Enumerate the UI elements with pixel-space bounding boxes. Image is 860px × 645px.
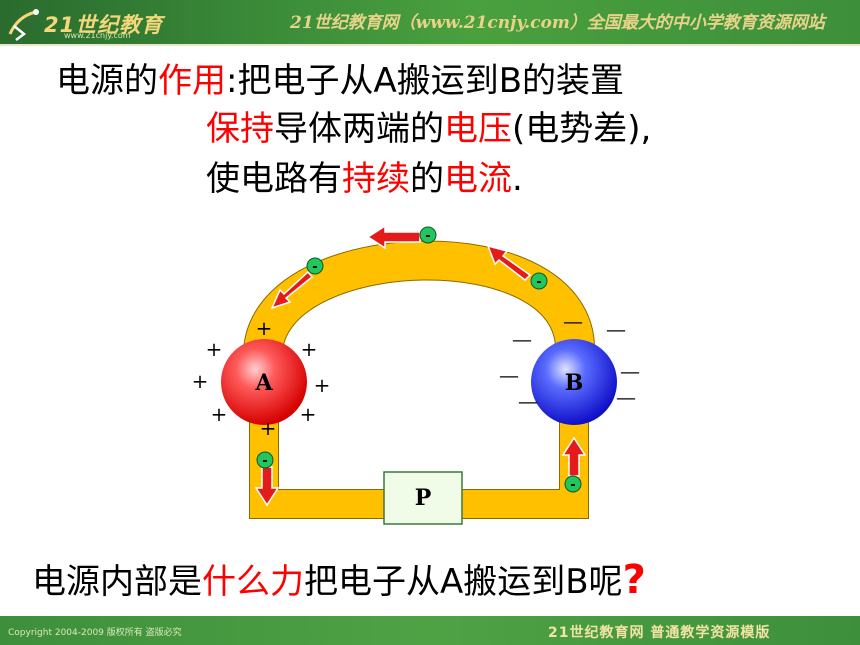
question-line: 电源内部是什么力把电子从A搬运到B呢?	[32, 560, 646, 600]
line3-highlight-2: 电流	[444, 159, 512, 199]
line1-rest: :把电子从A搬运到B的装置	[226, 61, 625, 101]
header-divider	[0, 44, 860, 46]
logo-url: www.21cnjy.com	[64, 31, 131, 40]
arrow-down-a-icon	[254, 466, 280, 507]
line1-highlight: 作用	[158, 61, 226, 101]
line3-highlight-1: 持续	[342, 159, 410, 199]
svg-text:-: -	[262, 454, 267, 469]
question-highlight: 什么力	[202, 562, 304, 602]
arrow-top-center-icon	[366, 224, 421, 250]
svg-text:-: -	[312, 260, 317, 275]
ball-a-label: A	[254, 370, 273, 396]
svg-text:+: +	[301, 337, 318, 361]
header-slogan: 21世纪教育网（www.21cnjy.com）全国最大的中小学教育资源网站	[290, 13, 825, 33]
electron-3-icon: -	[530, 272, 548, 290]
arrow-right-icon	[486, 244, 532, 281]
arrow-left-icon	[270, 270, 314, 310]
svg-text:+: +	[300, 402, 317, 426]
svg-text:—: —	[518, 389, 538, 413]
ball-b	[531, 339, 617, 425]
wire-arc-fill	[244, 241, 595, 355]
footer-brand: 21世纪教育网 普通教学资源模版	[548, 625, 771, 641]
question-mark: ?	[622, 557, 646, 603]
electron-4-icon: -	[256, 451, 274, 469]
line2-highlight-2: 电压	[444, 109, 512, 149]
svg-text:—: —	[620, 359, 640, 383]
svg-text:+: +	[260, 416, 277, 440]
line3-mid: 的	[410, 159, 444, 199]
minus-signs: — — — — — — —	[499, 309, 640, 413]
question-prefix: 电源内部是	[32, 562, 202, 602]
svg-text:-: -	[536, 275, 541, 290]
svg-text:—: —	[616, 385, 636, 409]
footer-bar	[0, 616, 860, 645]
svg-text:+: +	[314, 373, 331, 397]
footer-copyright: Copyright 2004-2009 版权所有 盗版必究	[8, 628, 182, 638]
text-line-3: 使电路有持续的电流.	[206, 162, 523, 196]
source-box	[383, 471, 463, 525]
svg-text:-: -	[425, 229, 430, 244]
svg-text:+: +	[211, 402, 228, 426]
svg-text:-: -	[570, 478, 575, 493]
text-line-2: 保持导体两端的电压(电势差),	[206, 112, 651, 146]
line1-prefix: 电源的	[56, 61, 158, 101]
line2-highlight-1: 保持	[206, 109, 274, 149]
electron-1-icon: -	[419, 226, 437, 244]
site-logo-icon	[8, 9, 39, 41]
svg-text:—: —	[512, 327, 532, 351]
text-line-1: 电源的作用:把电子从A搬运到B的装置	[56, 64, 624, 98]
ball-b-label: B	[565, 370, 584, 396]
ball-a	[221, 339, 307, 425]
line2-rest: (电势差),	[512, 109, 652, 149]
svg-text:+: +	[256, 316, 273, 340]
electron-5-icon: -	[564, 475, 582, 493]
question-rest: 把电子从A搬运到B呢	[304, 562, 623, 602]
line3-rest: .	[512, 159, 523, 199]
svg-text:—: —	[563, 309, 583, 333]
line3-prefix: 使电路有	[206, 159, 342, 199]
logo-text: 21世纪教育	[44, 13, 164, 37]
arrow-up-b-icon	[561, 436, 587, 477]
electron-2-icon: -	[306, 257, 324, 275]
svg-text:—: —	[606, 317, 626, 341]
svg-text:+: +	[192, 369, 209, 393]
line2-mid: 导体两端的	[274, 109, 444, 149]
svg-text:+: +	[206, 337, 223, 361]
plus-signs: + + + + + + + +	[192, 316, 331, 440]
svg-text:—: —	[499, 363, 519, 387]
header-bar	[0, 0, 860, 46]
source-box-label: P	[415, 485, 432, 511]
